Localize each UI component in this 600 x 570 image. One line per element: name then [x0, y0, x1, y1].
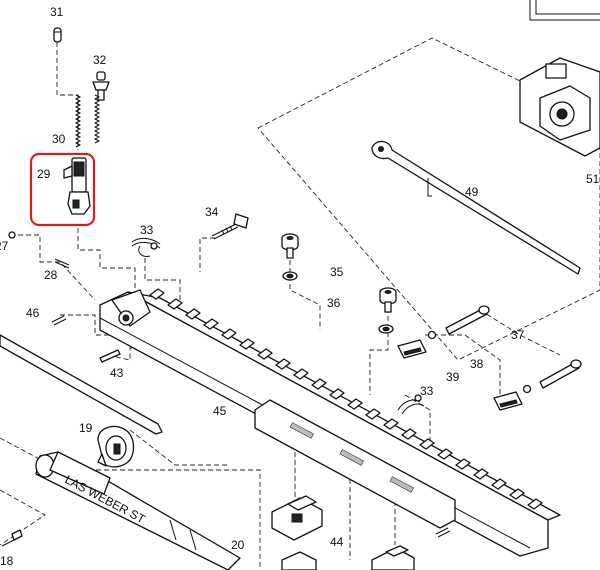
callout-39: 39: [446, 370, 460, 384]
highlight-box-part-29: [29, 152, 96, 227]
callout-33-upper: 33: [140, 223, 154, 237]
callout-38: 38: [470, 357, 484, 371]
callout-34: 34: [205, 205, 219, 219]
long-rod-left: [0, 334, 163, 435]
callout-labels: 31 32 30 29 27 28 33 34 35 36 37 38 39 3…: [0, 5, 600, 568]
part-46-pin: [51, 315, 67, 326]
part-45-rail-slots: [149, 288, 543, 510]
part-45-rail: [99, 289, 561, 557]
callout-28: 28: [44, 268, 58, 282]
callout-29: 29: [37, 167, 51, 181]
part-36-washer-left: [282, 271, 298, 281]
callout-33-lower: 33: [420, 384, 434, 398]
part-33-clip-lower: [397, 394, 425, 415]
part-34-screw: [211, 213, 249, 240]
callout-31: 31: [50, 5, 64, 19]
part-32-plunger: [92, 71, 110, 101]
callout-51: 51: [586, 172, 600, 186]
callout-19: 19: [79, 421, 93, 435]
callout-20: 20: [231, 538, 245, 552]
callout-18: 18: [0, 554, 14, 568]
callout-32: 32: [93, 53, 107, 67]
part-31-pin: [53, 27, 62, 43]
part-29-catch: [63, 157, 91, 215]
callout-36: 36: [327, 296, 341, 310]
part-19-barrel-nut: [97, 425, 135, 468]
part-37-pin-lower: [539, 359, 582, 389]
part-39-block: [493, 384, 532, 411]
callout-45: 45: [213, 404, 227, 418]
callout-49: 49: [465, 185, 479, 199]
callout-37: 37: [511, 328, 525, 342]
part-44-mount-center: [281, 551, 317, 570]
part-27-pin: [8, 231, 16, 239]
callout-30: 30: [52, 132, 66, 146]
part-18-screw: [1, 529, 23, 547]
part-37-pin-upper: [445, 305, 490, 335]
small-fastener: [435, 527, 451, 538]
part-51-assembly: [519, 0, 600, 157]
part-43-pin: [99, 349, 121, 363]
part-44-mount-right: [371, 545, 415, 570]
callout-35: 35: [330, 265, 344, 279]
callout-43: 43: [110, 366, 124, 380]
part-28-roll-pin: [54, 258, 70, 269]
part-49-rod: [371, 140, 581, 275]
part-35-screw-right: [379, 287, 397, 313]
callout-46: 46: [26, 306, 40, 320]
part-44-mount-left: [271, 495, 323, 541]
callout-27: 27: [0, 239, 9, 253]
part-33-clip-upper: [131, 237, 161, 257]
part-38-block: [397, 330, 437, 359]
callout-44: 44: [330, 535, 344, 549]
part-36-washer-right: [378, 324, 394, 334]
part-35-screw-left: [281, 233, 299, 259]
part-30-spring: [74, 94, 101, 148]
